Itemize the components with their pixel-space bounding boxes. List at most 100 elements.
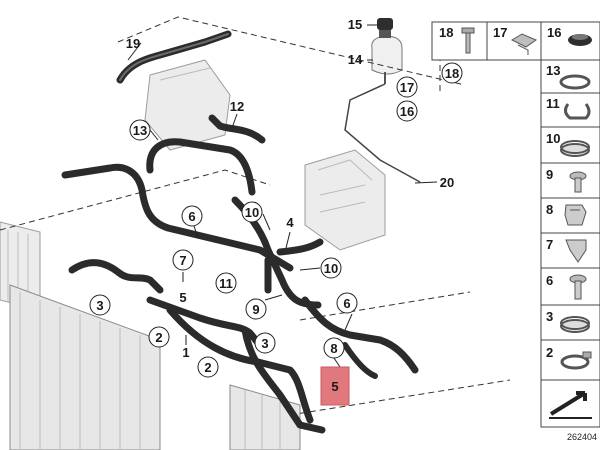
clip-nut-icon xyxy=(510,33,538,55)
legend-label: 7 xyxy=(546,237,553,252)
coolant-hoses xyxy=(61,30,419,434)
callout-label: 3 xyxy=(261,336,268,351)
callout-7: 7 xyxy=(172,249,194,271)
callout-label: 7 xyxy=(179,253,186,268)
legend-item-11: 11 xyxy=(546,96,591,120)
legend-label: 6 xyxy=(546,273,553,288)
spring-clip-icon xyxy=(563,103,591,120)
callout-1: 1 xyxy=(182,345,189,360)
expansion-reservoir xyxy=(144,59,231,151)
legend-item-10: 10 xyxy=(546,131,590,157)
callout-label: 5 xyxy=(179,290,186,305)
callout-2-right: 2 xyxy=(197,356,219,378)
spring-clamp-icon xyxy=(560,351,592,370)
legend-item-9: 9 xyxy=(546,167,587,193)
callout-18: 18 xyxy=(441,62,463,84)
callout-16: 16 xyxy=(396,100,418,122)
holder-clip-icon xyxy=(565,239,587,263)
legend-item-17: 17 xyxy=(493,25,538,55)
callout-label: 18 xyxy=(445,66,459,81)
screw-icon xyxy=(569,171,587,193)
expansion-tank-14 xyxy=(371,18,403,84)
leader-lines xyxy=(127,24,438,371)
aux-radiator xyxy=(229,384,301,450)
callout-label: 8 xyxy=(330,341,337,356)
legend-label: 10 xyxy=(546,131,560,146)
grommet-icon xyxy=(568,34,592,46)
callout-6-lower: 6 xyxy=(336,292,358,314)
callout-13: 13 xyxy=(129,119,151,141)
legend-item-2: 2 xyxy=(546,345,592,370)
screw-icon xyxy=(569,274,587,300)
highlight-box xyxy=(320,366,350,406)
band-clamp-icon xyxy=(560,316,590,333)
callout-label: 14 xyxy=(348,52,363,67)
legend-item-8: 8 xyxy=(546,202,587,226)
radiator-main xyxy=(9,284,161,450)
legend-item-3: 3 xyxy=(546,309,590,333)
callout-label: 13 xyxy=(133,123,147,138)
legend-item-7: 7 xyxy=(546,237,587,263)
callout-label: 3 xyxy=(96,298,103,313)
callout-5-highlighted: 5 xyxy=(320,366,350,406)
callout-label: 10 xyxy=(324,261,338,276)
callout-3-left: 3 xyxy=(89,294,111,316)
callout-label: 1 xyxy=(182,345,189,360)
callout-6-upper: 6 xyxy=(181,205,203,227)
legend-label: 8 xyxy=(546,202,553,217)
callout-label: 4 xyxy=(286,215,294,230)
callout-10-lower: 10 xyxy=(320,257,342,279)
bolt-icon xyxy=(461,27,475,54)
callout-14: 14 xyxy=(348,52,363,67)
callout-label: 16 xyxy=(400,104,414,119)
legend-item-13: 13 xyxy=(546,63,591,90)
callout-label: 9 xyxy=(252,302,259,317)
callout-20: 20 xyxy=(440,175,454,190)
tank-cap xyxy=(377,18,393,30)
legend-item-6: 6 xyxy=(546,273,587,300)
legend-top-row: 18 17 16 xyxy=(431,21,600,61)
callout-label: 11 xyxy=(219,276,233,291)
bracket-clip-icon xyxy=(564,204,587,226)
legend-label: 13 xyxy=(546,63,560,78)
direction-arrow-icon xyxy=(545,386,596,422)
callout-2-left: 2 xyxy=(148,326,170,348)
legend-label: 9 xyxy=(546,167,553,182)
callout-label: 17 xyxy=(400,80,414,95)
callout-label: 15 xyxy=(348,17,362,32)
callout-19: 19 xyxy=(126,36,140,51)
legend-label: 18 xyxy=(439,25,453,40)
callout-17: 17 xyxy=(396,76,418,98)
callout-label: 6 xyxy=(188,209,195,224)
callout-label: 5 xyxy=(331,379,338,394)
diagram-reference-number: 262404 xyxy=(567,432,597,442)
legend-column: 13 11 10 9 8 xyxy=(540,59,600,428)
callout-label: 19 xyxy=(126,36,140,51)
hose-clamp-icon xyxy=(559,74,591,90)
legend-label: 3 xyxy=(546,309,553,324)
callout-label: 2 xyxy=(204,360,211,375)
legend-label: 16 xyxy=(547,25,561,40)
band-clamp-icon xyxy=(560,140,590,157)
auxiliary-pump-unit xyxy=(304,149,386,251)
callout-3-right: 3 xyxy=(254,332,276,354)
callout-8: 8 xyxy=(323,337,345,359)
callout-label: 6 xyxy=(343,296,350,311)
callout-11: 11 xyxy=(215,272,237,294)
legend-item-18: 18 xyxy=(439,25,475,54)
callout-label: 2 xyxy=(155,330,162,345)
callout-5-left: 5 xyxy=(179,290,186,305)
legend-label: 2 xyxy=(546,345,553,360)
legend-label: 17 xyxy=(493,25,507,40)
callout-9: 9 xyxy=(245,298,267,320)
callout-10-upper: 10 xyxy=(241,201,263,223)
bleed-line xyxy=(344,83,421,183)
legend-label: 11 xyxy=(546,96,560,111)
callout-4: 4 xyxy=(286,215,294,230)
callout-label: 10 xyxy=(245,205,259,220)
callout-label: 20 xyxy=(440,175,454,190)
legend-item-16: 16 xyxy=(547,25,592,46)
callout-12: 12 xyxy=(230,99,244,114)
callout-15: 15 xyxy=(348,17,362,32)
